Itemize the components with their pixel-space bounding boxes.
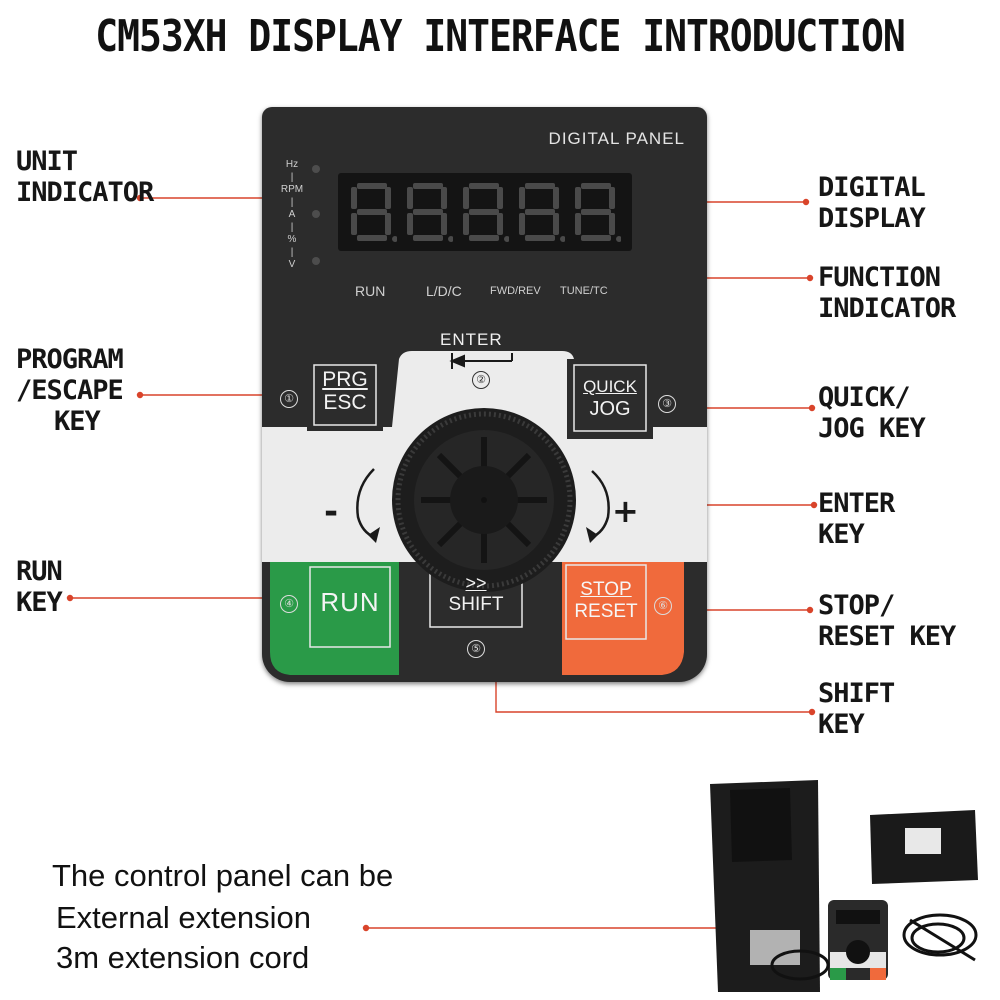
callout-text: QUICK/ bbox=[818, 382, 911, 413]
stop-label: STOP bbox=[580, 579, 632, 600]
stop-key-border bbox=[565, 564, 647, 640]
callout-shift-key: SHIFT KEY bbox=[818, 678, 895, 740]
callout-text: PROGRAM bbox=[16, 344, 124, 375]
unit-percent: % bbox=[287, 234, 297, 245]
unit-led bbox=[312, 257, 320, 265]
ccw-arc-icon bbox=[356, 468, 375, 539]
esc-label: ESC bbox=[323, 391, 367, 414]
callout-quick-jog-key: QUICK/ JOG KEY bbox=[818, 382, 926, 444]
unit-indicator-labels: Hz | RPM | A | % | V bbox=[280, 159, 304, 272]
indicator-fwd-rev: FWD/REV bbox=[490, 285, 541, 297]
callout-program-escape-key: PROGRAM /ESCAPE KEY bbox=[16, 344, 124, 437]
callout-stop-reset-key: STOP/ RESET KEY bbox=[818, 590, 956, 652]
run-key[interactable]: RUN bbox=[320, 587, 380, 617]
callout-text: RUN bbox=[16, 556, 63, 587]
callout-text: RESET KEY bbox=[818, 621, 956, 652]
callout-text: KEY bbox=[54, 406, 101, 437]
run-key-area bbox=[270, 562, 399, 675]
footer-line-3: 3m extension cord bbox=[56, 940, 310, 975]
shift-label: SHIFT bbox=[448, 594, 504, 615]
jog-label: JOG bbox=[589, 398, 631, 420]
callout-digital-display: DIGITAL DISPLAY bbox=[818, 172, 926, 234]
callout-text: DISPLAY bbox=[818, 203, 926, 234]
remote-panel-thumbnail bbox=[828, 900, 888, 980]
seven-segment-digit bbox=[575, 183, 621, 242]
callout-enter-key: ENTER KEY bbox=[818, 488, 895, 550]
unit-a: A bbox=[288, 209, 296, 220]
callout-function-indicator: FUNCTION INDICATOR bbox=[818, 262, 956, 324]
seven-segment-digit bbox=[519, 183, 565, 242]
minus-sign: - bbox=[324, 492, 339, 532]
callout-text: FUNCTION bbox=[818, 262, 941, 293]
indicator-ldc: L/D/C bbox=[426, 283, 462, 299]
prg-esc-key[interactable]: PRG ESC bbox=[314, 369, 376, 415]
product-photo bbox=[710, 780, 978, 992]
callout-text: UNIT bbox=[16, 146, 78, 177]
seven-segment-digit bbox=[407, 183, 453, 242]
shift-key[interactable]: >> SHIFT bbox=[430, 573, 522, 617]
run-key-border bbox=[309, 566, 391, 648]
quick-key-bg bbox=[567, 359, 653, 439]
seven-segment-digit bbox=[351, 183, 397, 242]
unit-led bbox=[312, 165, 320, 173]
enter-label: ENTER bbox=[440, 330, 503, 349]
prg-label: PRG bbox=[322, 368, 368, 391]
reset-label: RESET bbox=[574, 601, 638, 622]
stop-key-area bbox=[562, 562, 684, 675]
prg-key-bg bbox=[307, 359, 383, 431]
encoder-knob-icon bbox=[392, 408, 576, 592]
enter-knob[interactable] bbox=[392, 407, 576, 591]
key-number-2: ② bbox=[472, 371, 490, 389]
plus-sign: + bbox=[612, 492, 639, 530]
cw-arc-icon bbox=[591, 470, 610, 539]
callout-text: DIGITAL bbox=[818, 172, 926, 203]
enter-arrow-icon bbox=[449, 353, 513, 369]
callout-text: SHIFT bbox=[818, 678, 895, 709]
indicator-tune-tc: TUNE/TC bbox=[560, 285, 608, 297]
digital-panel: DIGITAL PANEL Hz | RPM | A | % | V RUN L… bbox=[262, 107, 707, 682]
callout-unit-indicator: UNIT INDICATOR bbox=[16, 146, 154, 208]
callout-text: INDICATOR bbox=[16, 177, 154, 208]
seven-segment-digit bbox=[463, 183, 509, 242]
footer-line-2: External extension bbox=[56, 900, 312, 935]
callout-text: /ESCAPE bbox=[16, 375, 124, 406]
quick-label: QUICK bbox=[583, 377, 637, 396]
keypad-graphic bbox=[262, 351, 707, 675]
key-number-4: ④ bbox=[280, 595, 298, 613]
key-number-5: ⑤ bbox=[467, 640, 485, 658]
callout-text: STOP/ bbox=[818, 590, 895, 621]
indicator-run: RUN bbox=[355, 283, 386, 299]
key-number-1: ① bbox=[280, 390, 298, 408]
callout-text: INDICATOR bbox=[818, 293, 956, 324]
callout-text: JOG KEY bbox=[818, 413, 926, 444]
callout-text: KEY bbox=[16, 587, 63, 618]
quick-jog-key[interactable]: QUICK JOG bbox=[574, 377, 646, 421]
shift-arrows-icon: >> bbox=[465, 573, 487, 593]
callout-run-key: RUN KEY bbox=[16, 556, 63, 618]
page-title: CM53XH DISPLAY INTERFACE INTRODUCTION bbox=[95, 10, 905, 62]
key-number-6: ⑥ bbox=[654, 597, 672, 615]
unit-hz: Hz bbox=[285, 159, 299, 170]
callout-text: KEY bbox=[818, 519, 865, 550]
key-number-3: ③ bbox=[658, 395, 676, 413]
unit-separator: | bbox=[290, 196, 294, 208]
function-indicator-row: RUN L/D/C FWD/REV TUNE/TC bbox=[350, 283, 620, 301]
prg-key-border bbox=[313, 364, 377, 426]
stop-reset-key[interactable]: STOP RESET bbox=[566, 579, 646, 624]
quick-key-border bbox=[573, 364, 647, 432]
panel-name: DIGITAL PANEL bbox=[548, 129, 685, 148]
unit-separator: | bbox=[290, 171, 294, 183]
digital-display bbox=[338, 173, 632, 251]
unit-separator: | bbox=[290, 221, 294, 233]
unit-separator: | bbox=[290, 246, 294, 258]
callout-text: KEY bbox=[818, 709, 865, 740]
unit-led bbox=[312, 210, 320, 218]
callout-text: ENTER bbox=[818, 488, 895, 519]
footer-line-1: The control panel can be bbox=[52, 858, 394, 893]
unit-rpm: RPM bbox=[280, 184, 304, 195]
unit-v: V bbox=[288, 259, 296, 270]
